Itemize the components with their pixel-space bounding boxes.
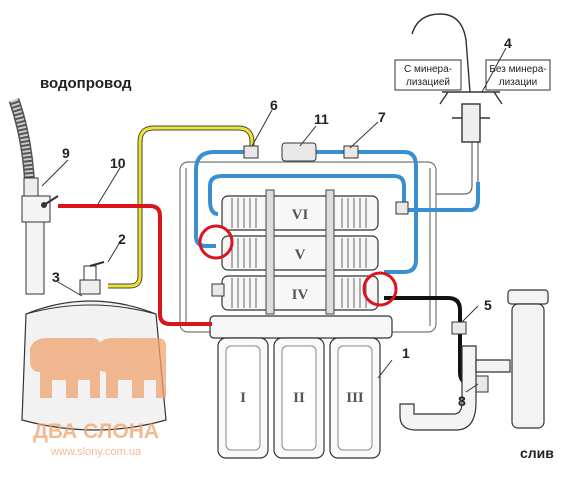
drain-label: слив [520, 445, 554, 461]
stage-label-5: V [295, 247, 306, 263]
leader-lines [41, 47, 507, 393]
fittings [211, 142, 489, 393]
label-with-mineralization-line2: лизацией [406, 77, 450, 88]
highlight-circle-right [362, 271, 398, 307]
label-without-mineralization-line1: Без минера- [489, 64, 546, 75]
watermark-brand: ДВА СЛОНА [33, 420, 159, 443]
callout-4: 4 [504, 35, 512, 51]
label-without-mineralization-line2: лизации [499, 77, 537, 88]
watermark-url: www.slony.com.ua [50, 446, 142, 458]
stage-label-6: VI [292, 207, 309, 223]
water-supply-pipe [8, 98, 59, 295]
watermark-logo: ДВА СЛОНА www.slony.com.ua [30, 338, 166, 458]
callout-10: 10 [110, 155, 126, 171]
water-supply-label: водопровод [40, 75, 132, 92]
stage-label-3: III [346, 390, 364, 406]
housing-3 [329, 337, 381, 459]
callout-11: 11 [314, 111, 329, 127]
postfilter-block [221, 189, 379, 315]
callout-1: 1 [402, 345, 410, 361]
housing-1 [217, 337, 269, 459]
label-with-mineralization-line1: С минера- [404, 64, 452, 75]
stage-label-2: II [293, 390, 305, 406]
callout-9: 9 [62, 145, 70, 161]
red-line [58, 204, 212, 326]
faucet [411, 13, 503, 143]
callout-3: 3 [52, 269, 60, 285]
prefilter-block [209, 315, 393, 459]
highlight-circle-left [198, 224, 234, 260]
callout-6: 6 [270, 97, 278, 113]
faucet-tubes [436, 140, 479, 195]
label-with-mineralization: С минера- лизацией [394, 59, 462, 91]
housing-2 [273, 337, 325, 459]
callout-8: 8 [458, 393, 466, 409]
stage-label-4: IV [292, 287, 309, 303]
callout-7: 7 [378, 109, 386, 125]
callout-2: 2 [118, 231, 126, 247]
drain-siphon [399, 289, 549, 431]
label-without-mineralization: Без минера- лизации [485, 59, 551, 91]
stage-label-1: I [240, 390, 246, 406]
callout-5: 5 [484, 297, 492, 313]
blue-lines [194, 150, 480, 274]
